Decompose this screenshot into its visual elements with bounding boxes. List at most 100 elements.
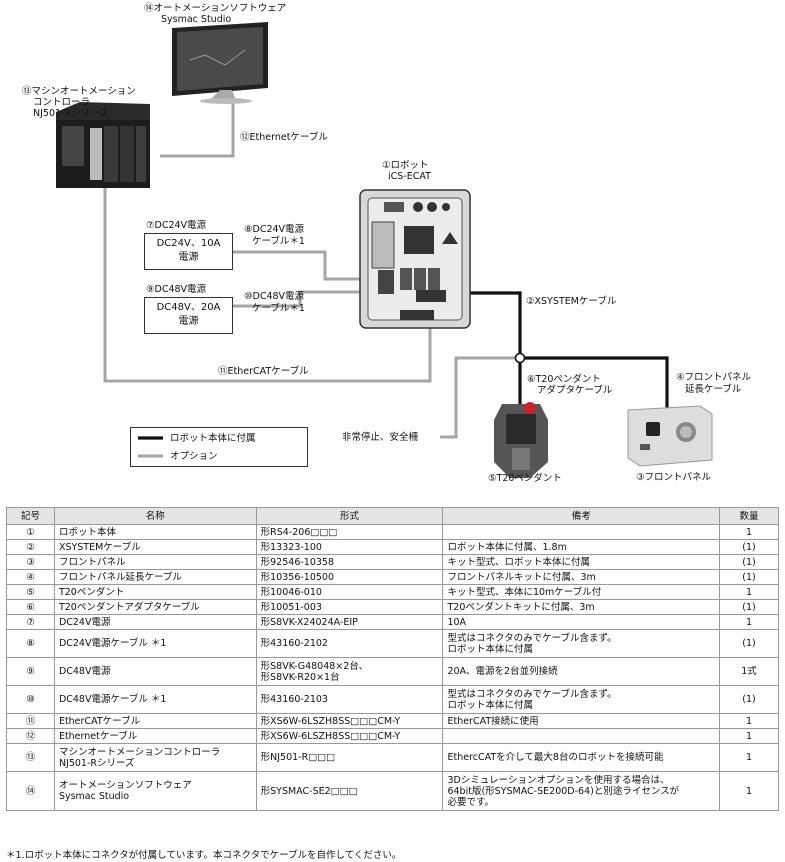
dc48-label: ⑨DC48V電源 — [146, 284, 207, 295]
cell-model-line: 形S8VK-R20×1台 — [260, 671, 340, 683]
cell-symbol: ① — [6, 524, 55, 540]
cell-symbol: ⑬ — [6, 743, 55, 772]
cell-note: ロボット本体に付属、1.8m — [442, 539, 721, 555]
cell-name-line: XSYSTEMケーブル — [58, 541, 141, 553]
cell-model: 形SYSMAC-SE2□□□ — [255, 771, 444, 811]
cell-note: キット型式、ロボット本体に付属 — [442, 554, 721, 570]
software-label: ⑭オートメーションソフトウェア — [144, 3, 287, 14]
cell-note-line: ロボット本体に付属 — [447, 643, 533, 655]
cell-note-line: 型式はコネクタのみでケーブル含まず。 — [447, 688, 617, 700]
legend-box — [130, 427, 308, 467]
cell-name-line: DC48V電源 — [58, 666, 111, 677]
cell-symbol: ③ — [6, 554, 55, 570]
cell-model-line: 形XS6W-6LSZH8SS□□□CM-Y — [260, 730, 401, 742]
robot-label: ①ロボット — [382, 160, 429, 171]
cell-qty: 1 — [719, 524, 779, 540]
cell-name-line: Sysmac Studio — [58, 791, 130, 802]
cell-name: T20ペンダント — [53, 584, 257, 600]
emergency-label: 非常停止、安全柵 — [342, 432, 419, 443]
frontpanel-ext-label-2: 延長ケーブル — [685, 384, 742, 395]
cell-qty: 1 — [719, 743, 779, 772]
cell-qty: 1 — [719, 584, 779, 600]
ethercat-cable-line — [103, 188, 432, 383]
legend-option-label: オプション — [170, 451, 218, 462]
cell-symbol: ⑥ — [6, 599, 55, 615]
cell-name-line: DC24V電源 — [58, 616, 111, 628]
cell-name-line: Ethernetケーブル — [58, 730, 138, 742]
cell-name-line: DC48V電源ケーブル ＊1 — [58, 694, 167, 705]
cell-name-line: DC24V電源ケーブル ＊1 — [58, 638, 167, 649]
cell-symbol: ② — [6, 539, 55, 555]
cell-name: XSYSTEMケーブル — [53, 539, 257, 555]
cell-model-line: 形10051-003 — [260, 601, 322, 613]
cell-model: 形10356-10500 — [255, 569, 444, 585]
cell-note-line: キット型式、ロボット本体に付属 — [447, 556, 590, 568]
header-model: 形式 — [255, 507, 444, 525]
cell-name-line: T20ペンダントアダプタケーブル — [58, 601, 200, 613]
cell-name-line: T20ペンダント — [58, 586, 125, 598]
dc48-cable-label-2: ケーブル＊1 — [252, 303, 305, 314]
pendant-image — [494, 402, 548, 478]
cell-name: DC24V電源ケーブル ＊1 — [53, 629, 257, 658]
controller-label-2: コントローラ — [33, 97, 91, 108]
cell-model: 形43160-2102 — [255, 629, 444, 658]
cell-note: 3Dシミュレーションオプションを使用する場合は、64bit版(形SYSMAC-S… — [442, 771, 721, 811]
cell-note: 10A — [442, 614, 721, 630]
cell-model-line: 形92546-10358 — [260, 556, 335, 568]
pendant-label: ⑤T20ペンダント — [488, 473, 562, 484]
cell-note-line: ロボット本体に付属 — [447, 699, 533, 711]
cell-symbol: ⑨ — [6, 657, 55, 686]
cell-model: 形S8VK-G48048×2台、形S8VK-R20×1台 — [255, 657, 444, 686]
header-name: 名称 — [53, 507, 257, 525]
monitor-image — [172, 22, 268, 104]
cell-model: 形43160-2103 — [255, 685, 444, 714]
cell-model: 形XS6W-6LSZH8SS□□□CM-Y — [255, 713, 444, 729]
cell-model-line: 形NJ501-R□□□ — [260, 752, 336, 763]
dc24-cable-line — [232, 250, 382, 281]
emergency-cable-line — [440, 356, 520, 439]
cell-note: 20A、電源を2台並列接続 — [442, 657, 721, 686]
cell-symbol: ⑤ — [6, 584, 55, 600]
option-cables — [103, 97, 520, 458]
cell-symbol: ⑭ — [6, 771, 55, 811]
dc48-power-box: DC48V、20A 電源 — [144, 297, 233, 334]
legend-attached-label: ロボット本体に付属 — [170, 433, 256, 444]
cell-note-line: 64bit版(形SYSMAC-SE200D-64)と別途ライセンスが — [447, 785, 680, 797]
dc24-cable-label-2: ケーブル＊1 — [252, 236, 305, 247]
cell-model-line: 形43160-2102 — [260, 638, 328, 649]
header-qty: 数量 — [719, 507, 779, 525]
dc48-box-line2: 電源 — [178, 316, 199, 327]
controller-image — [56, 102, 150, 188]
cell-qty: (1) — [719, 685, 779, 714]
dc24-power-box: DC24V、10A 電源 — [144, 233, 233, 270]
cell-name-line: EtherCATケーブル — [58, 715, 141, 727]
dc24-label: ⑦DC24V電源 — [146, 220, 207, 231]
software-sub-label: Sysmac Studio — [161, 14, 232, 25]
cell-qty: (1) — [719, 539, 779, 555]
cell-qty: 1 — [719, 713, 779, 729]
cell-note-line: 型式はコネクタのみでケーブル含まず。 — [447, 632, 617, 644]
header-note: 備考 — [442, 507, 721, 525]
cell-model-line: 形SYSMAC-SE2□□□ — [260, 785, 358, 797]
cell-note: 型式はコネクタのみでケーブル含まず。ロボット本体に付属 — [442, 629, 721, 658]
cell-qty: (1) — [719, 629, 779, 658]
cell-note: EtherCAT接続に使用 — [442, 713, 721, 729]
cell-model-line: 形10356-10500 — [260, 571, 335, 583]
cell-model: 形NJ501-R□□□ — [255, 743, 444, 772]
frontpanel-ext-cable-line — [520, 356, 669, 420]
cell-qty: (1) — [719, 599, 779, 615]
cell-note-line: フロントパネルキットに付属、3m — [447, 571, 596, 583]
cell-name: フロントパネル延長ケーブル — [53, 569, 257, 585]
cell-note-line: EtherCAT接続に使用 — [447, 715, 539, 727]
dc24-cable-label-1: ⑧DC24V電源 — [244, 224, 305, 235]
cell-name: Ethernetケーブル — [53, 728, 257, 744]
ethercat-label: ⑪EtherCATケーブル — [218, 366, 309, 377]
